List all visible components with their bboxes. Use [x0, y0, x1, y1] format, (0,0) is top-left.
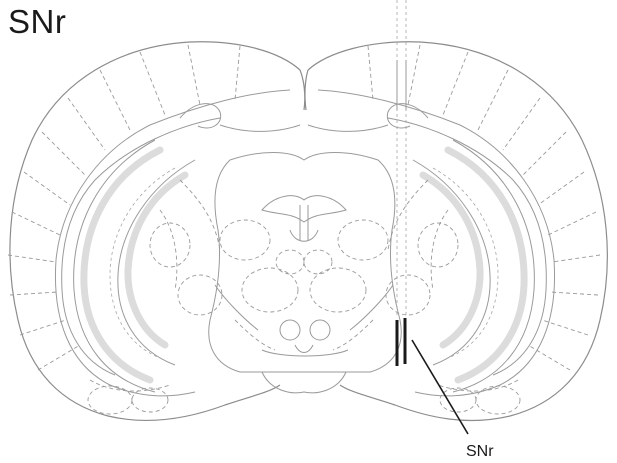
- left-cortex-inner-2: [61, 117, 221, 376]
- left-hippocampus: [73, 139, 196, 393]
- right-cortex-inner-2: [387, 117, 547, 376]
- left-ventral-region: [87, 379, 171, 415]
- left-cortical-divisions: [7, 44, 241, 371]
- right-hemisphere-outline: [307, 41, 608, 422]
- midline-stalk: [299, 205, 309, 240]
- electrode-tips: [395, 318, 407, 366]
- thalamic-nuclei: [149, 179, 459, 316]
- page-title: SNr: [8, 3, 67, 40]
- left-callosal-loop: [179, 103, 222, 129]
- habenular-complex: [261, 195, 347, 223]
- thalamus-outline: [208, 152, 402, 373]
- third-ventricle: [289, 229, 319, 242]
- label-leader-line: [411, 339, 469, 435]
- ventral-midbrain: [214, 284, 394, 394]
- right-cortex-inner: [317, 89, 556, 397]
- right-ventral-region: [437, 379, 521, 415]
- left-cortex-inner: [54, 89, 291, 397]
- left-hemisphere-outline: [9, 41, 301, 422]
- right-callosal-loop: [386, 103, 429, 129]
- structure-label: SNr: [466, 443, 494, 460]
- right-hippocampus: [412, 139, 535, 393]
- probe-tract: [396, 0, 407, 318]
- right-cortical-divisions: [367, 44, 601, 371]
- dorsal-commissure: [219, 124, 389, 132]
- midline-notch: [299, 69, 309, 111]
